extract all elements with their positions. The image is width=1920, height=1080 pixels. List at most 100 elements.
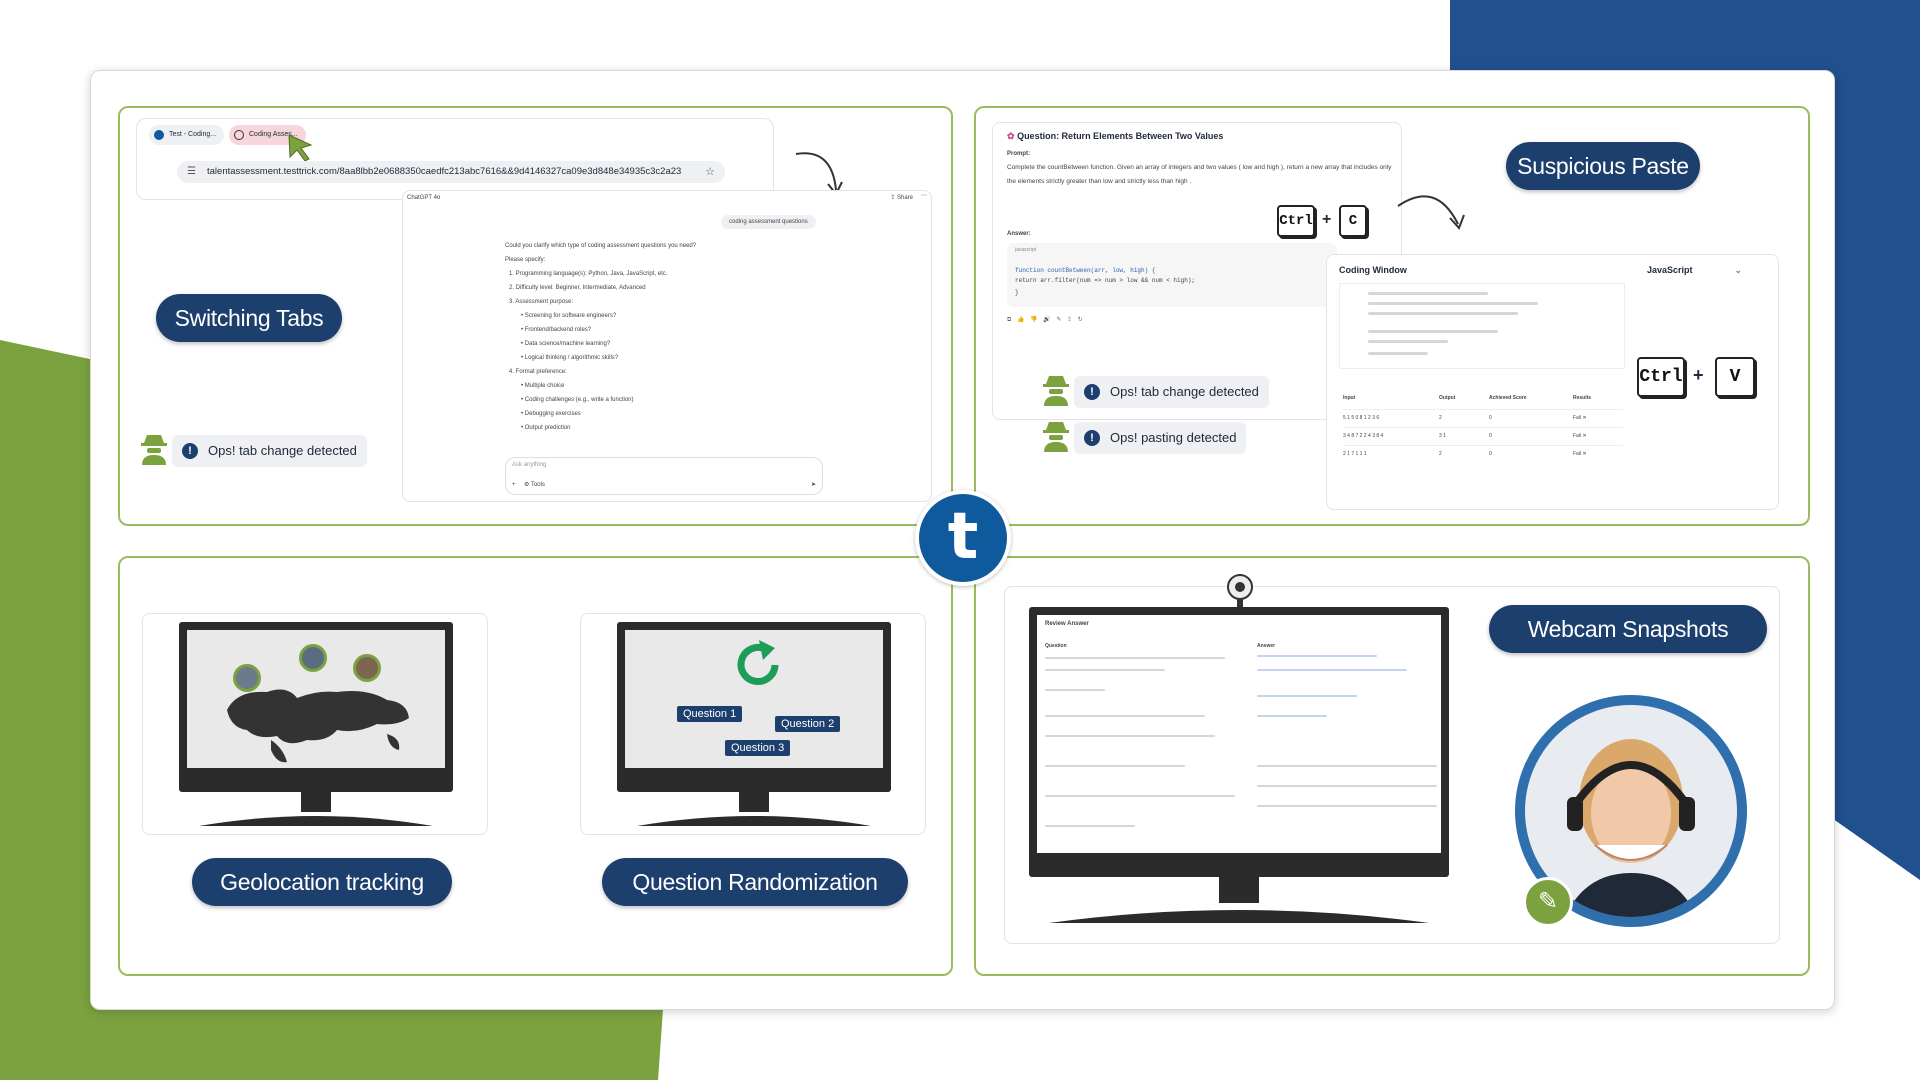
table-line xyxy=(1257,765,1437,767)
monitor-stand xyxy=(637,792,871,826)
site-settings-icon[interactable]: ☰ xyxy=(187,166,196,177)
alert-text: Ops! tab change detected xyxy=(1110,384,1259,399)
chat-input[interactable]: Ask anything + ⚙ Tools ➤ xyxy=(505,457,823,495)
table-line xyxy=(1257,805,1437,807)
table-row: 3 4 8 7 2 2 4 3 8 4 3 1 0 Fail ✕ xyxy=(1343,427,1623,445)
message-actions[interactable]: ⧉ 👍 👎 🔊 ✎ ⇪ ↻ xyxy=(1007,317,1085,323)
geo-random-panel: Geolocation tracking Question 1 Question… xyxy=(118,556,953,976)
table-row: 2 1 7 1 1 1 2 0 Fail ✕ xyxy=(1343,445,1623,463)
spy-icon xyxy=(1043,376,1069,406)
add-icon[interactable]: + xyxy=(512,482,516,488)
suspicious-paste-label: Suspicious Paste xyxy=(1506,142,1700,190)
header-cell: Achieved Score xyxy=(1489,395,1527,401)
text-line xyxy=(1045,657,1225,659)
v-key: V xyxy=(1715,357,1755,397)
chat-model-label: ChatGPT 4o xyxy=(407,195,441,201)
table-row: 5 1 5 0 8 1 2 3 6 2 0 Fail ✕ xyxy=(1343,409,1623,427)
code-line: return arr.filter(num => num > low && nu… xyxy=(1015,277,1196,284)
ctrl-key-paste: Ctrl xyxy=(1637,357,1685,397)
more-icon[interactable]: ⋯ xyxy=(921,193,927,199)
curved-arrow-icon xyxy=(1397,195,1465,230)
monitor-screen xyxy=(179,622,453,792)
c-key: C xyxy=(1339,205,1367,237)
send-icon[interactable]: ➤ xyxy=(810,482,816,488)
browser-tab-1[interactable]: Test - Coding... xyxy=(149,125,225,145)
tools-label: Tools xyxy=(530,482,545,488)
assistant-reply: Could you clarify which type of coding a… xyxy=(505,241,835,434)
code-line xyxy=(1368,312,1518,315)
question-column-title: Question xyxy=(1045,643,1067,649)
bookmark-star-icon[interactable]: ☆ xyxy=(705,166,715,178)
brain-icon: ✿ xyxy=(1007,131,1015,141)
refresh-icon xyxy=(737,640,779,685)
reply-item: • Screening for software engineers? xyxy=(521,313,617,319)
text-line xyxy=(1045,825,1135,827)
testtrick-logo: t xyxy=(915,490,1011,586)
language-label: JavaScript xyxy=(1647,265,1693,275)
alert-icon: ! xyxy=(1084,430,1100,446)
text-line xyxy=(1045,689,1105,691)
chat-input-placeholder: Ask anything xyxy=(512,462,547,468)
question-title-text: Question: Return Elements Between Two Va… xyxy=(1017,131,1224,141)
table-cell: 2 xyxy=(1439,415,1442,421)
candidate-photo xyxy=(1525,705,1737,917)
reply-item: • Coding challenges (e.g., write a funct… xyxy=(521,397,634,403)
pin-avatar xyxy=(353,654,381,682)
reply-item: • Data science/machine learning? xyxy=(521,341,611,347)
code-language: javascript xyxy=(1015,247,1037,253)
table-cell: 0 xyxy=(1489,415,1492,421)
browser-tab-2[interactable]: Coding Asses... xyxy=(229,125,306,145)
reply-intro: Could you clarify which type of coding a… xyxy=(505,243,697,249)
code-line xyxy=(1368,302,1538,305)
share-button[interactable]: ⇪ Share xyxy=(890,195,913,201)
reply-item: • Multiple choice xyxy=(521,383,565,389)
address-bar[interactable]: ☰ talentassessment.testtrick.com/8aa8lbb… xyxy=(177,161,725,183)
alert-text: Ops! tab change detected xyxy=(208,443,357,458)
monitor-stand xyxy=(199,792,433,826)
pin-avatar xyxy=(233,664,261,692)
text-line xyxy=(1045,669,1165,671)
tab-change-alert: ! Ops! tab change detected xyxy=(1074,376,1269,408)
world-map-icon xyxy=(227,689,409,763)
edit-pencil-icon[interactable]: ✎ xyxy=(1523,877,1573,927)
header-cell: Output xyxy=(1439,395,1456,401)
browser-window: Test - Coding... Coding Asses... ☰ talen… xyxy=(136,118,774,200)
question-1-box: Question 1 xyxy=(677,706,743,722)
results-table: Input Output Achieved Score Results 5 1 … xyxy=(1343,395,1623,463)
table-cell: Fail ✕ xyxy=(1573,433,1587,439)
alert-icon: ! xyxy=(1084,384,1100,400)
monitor-screen: Review Answer Question Answer xyxy=(1029,607,1449,877)
coding-window-title: Coding Window xyxy=(1339,265,1407,275)
question-3-box: Question 3 xyxy=(725,740,791,756)
reply-item: 1. Programming language(s): Python, Java… xyxy=(509,271,668,277)
chatgpt-window: ChatGPT 4o ⇪ Share ⋯ coding assessment q… xyxy=(402,190,932,502)
answer-column-title: Answer xyxy=(1257,643,1276,649)
table-cell: 3 1 xyxy=(1439,433,1446,439)
text-line xyxy=(1045,795,1235,797)
coding-window: Coding Window JavaScript⌄ Input Output A… xyxy=(1326,254,1779,510)
code-line xyxy=(1257,695,1357,697)
tab-2-label: Coding Asses... xyxy=(249,131,298,138)
language-select[interactable]: JavaScript⌄ xyxy=(1647,265,1742,276)
answer-label: Answer: xyxy=(1007,231,1031,237)
header-cell: Input xyxy=(1343,395,1356,401)
randomization-label: Question Randomization xyxy=(602,858,908,906)
switching-tabs-panel: Test - Coding... Coding Asses... ☰ talen… xyxy=(118,106,953,526)
table-cell: Fail ✕ xyxy=(1573,415,1587,421)
code-editor[interactable] xyxy=(1339,283,1625,369)
feature-frame: Test - Coding... Coding Asses... ☰ talen… xyxy=(90,70,1835,1010)
code-line xyxy=(1257,715,1327,717)
review-title: Review Answer xyxy=(1045,621,1089,627)
reply-item: • Frontend/backend roles? xyxy=(521,327,592,333)
code-line: function countBetween(arr, low, high) { xyxy=(1015,267,1156,274)
code-line xyxy=(1257,655,1377,657)
cursor-arrow-icon xyxy=(288,134,313,162)
plus-sign: + xyxy=(1693,365,1704,385)
randomization-card: Question 1 Question 2 Question 3 xyxy=(580,613,926,835)
code-line xyxy=(1368,330,1498,333)
text-line xyxy=(1045,765,1185,767)
testtrick-favicon-icon xyxy=(154,130,164,140)
tools-button[interactable]: ⚙ Tools xyxy=(524,482,545,488)
table-cell: 0 xyxy=(1489,451,1492,457)
share-label: Share xyxy=(896,195,913,201)
